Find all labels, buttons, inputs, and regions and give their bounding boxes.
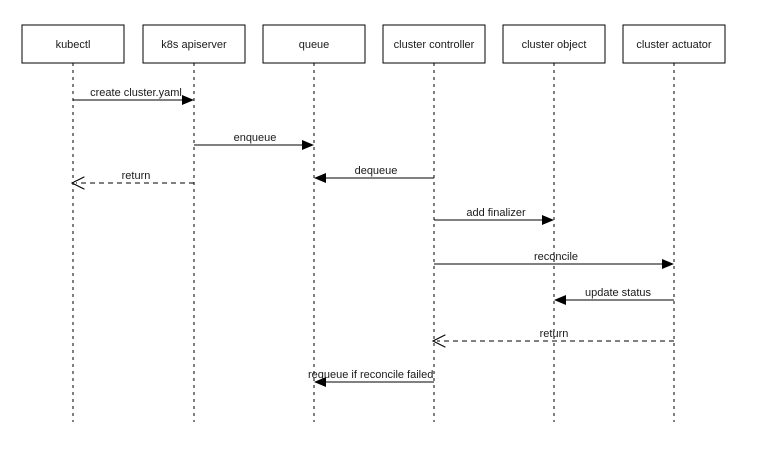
message-label: add finalizer — [466, 207, 526, 219]
message-update-status[interactable]: update status — [554, 287, 674, 305]
message-label: requeue if reconcile failed — [308, 369, 433, 381]
participants: kubectl k8s apiserver queue cluster cont… — [21, 24, 726, 64]
message-label: return — [540, 328, 569, 340]
messages: create cluster.yaml enqueue return deque… — [70, 87, 674, 387]
message-label: enqueue — [234, 132, 277, 144]
message-create-cluster-yaml[interactable]: create cluster.yaml — [73, 87, 194, 105]
arrowhead-left-icon — [314, 377, 326, 387]
participant-label: cluster controller — [394, 39, 475, 51]
participant-kubectl[interactable]: kubectl — [21, 24, 125, 64]
arrowhead-left-icon — [314, 173, 326, 183]
arrowhead-left-icon — [554, 295, 566, 305]
message-label: dequeue — [355, 165, 398, 177]
participant-box — [382, 24, 486, 64]
participant-queue[interactable]: queue — [262, 24, 366, 64]
participant-label: cluster actuator — [636, 39, 712, 51]
message-label: reconcile — [534, 251, 578, 263]
participant-box — [262, 24, 366, 64]
message-label: create cluster.yaml — [90, 87, 182, 99]
arrowhead-right-icon — [662, 259, 674, 269]
arrowhead-right-icon — [182, 95, 194, 105]
arrowhead-left-open-icon — [431, 334, 446, 348]
participant-label: k8s apiserver — [161, 39, 227, 51]
message-label: update status — [585, 287, 652, 299]
message-add-finalizer[interactable]: add finalizer — [434, 207, 554, 225]
participant-cluster-controller[interactable]: cluster controller — [382, 24, 486, 64]
participant-box — [502, 24, 606, 64]
message-label: return — [122, 170, 151, 182]
message-requeue-if-failed[interactable]: requeue if reconcile failed — [308, 369, 434, 387]
message-dequeue[interactable]: dequeue — [314, 165, 434, 183]
participant-label: cluster object — [522, 39, 587, 51]
arrowhead-left-open-icon — [70, 176, 85, 190]
participant-cluster-actuator[interactable]: cluster actuator — [622, 24, 726, 64]
participant-k8s-apiserver[interactable]: k8s apiserver — [142, 24, 246, 64]
participant-box — [21, 24, 125, 64]
participant-label: kubectl — [56, 39, 91, 51]
participant-cluster-object[interactable]: cluster object — [502, 24, 606, 64]
participant-box — [142, 24, 246, 64]
participant-box — [622, 24, 726, 64]
message-enqueue[interactable]: enqueue — [194, 132, 314, 150]
message-return-apiserver[interactable]: return — [70, 170, 194, 190]
arrowhead-right-icon — [542, 215, 554, 225]
arrowhead-right-icon — [302, 140, 314, 150]
message-reconcile[interactable]: reconcile — [434, 251, 674, 269]
participant-label: queue — [299, 39, 330, 51]
message-return-actuator[interactable]: return — [431, 328, 674, 348]
